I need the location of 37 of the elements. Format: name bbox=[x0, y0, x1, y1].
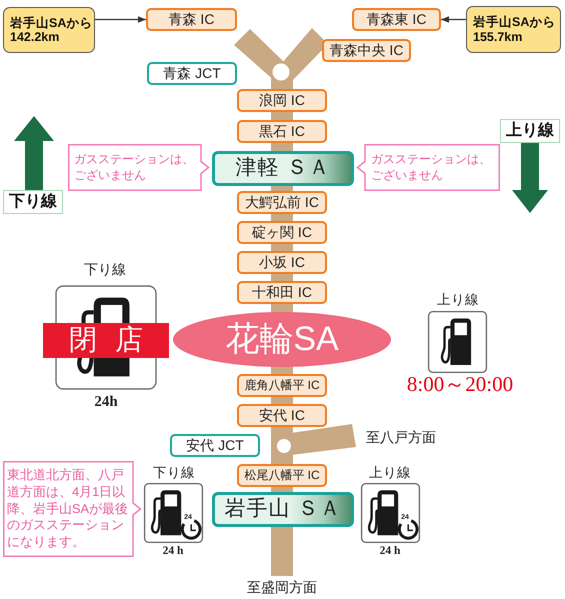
hours-text: 24 h bbox=[162, 545, 184, 558]
interchange-box: 浪岡 IC bbox=[237, 89, 327, 112]
interchange-box: 小坂 IC bbox=[237, 251, 327, 274]
opening-hours: 8:00～20:00 bbox=[406, 372, 514, 396]
interchange-box: 青森 IC bbox=[146, 8, 237, 31]
interchange-box: 青森中央 IC bbox=[322, 39, 411, 62]
destination-label: 至盛岡方面 bbox=[247, 579, 317, 596]
interchange-box: 青森東 IC bbox=[352, 8, 441, 31]
closed-banner: 閉店 bbox=[43, 323, 169, 358]
interchange-box: 十和田 IC bbox=[237, 281, 327, 304]
distance-box: 岩手山SAから 155.7km bbox=[466, 6, 561, 53]
direction-text: 下り線 bbox=[84, 261, 126, 278]
interchange-box: 大鰐弘前 IC bbox=[237, 191, 327, 214]
junction-box: 青森 JCT bbox=[147, 62, 237, 85]
arrow bbox=[95, 16, 146, 23]
service-area-ellipse: 花輪SA bbox=[173, 312, 391, 367]
interchange-box: 鹿角八幡平 IC bbox=[237, 374, 327, 397]
distance-box: 岩手山SAから 142.2km bbox=[3, 7, 95, 53]
interchange-box: 安代 IC bbox=[237, 404, 327, 427]
arrow bbox=[441, 16, 466, 23]
hours-text: 24 h bbox=[380, 545, 400, 558]
service-area-box: 津軽 ＳＡ bbox=[212, 151, 354, 186]
hours-text: 24h bbox=[94, 394, 118, 412]
destination-label: 至八戸方面 bbox=[366, 429, 436, 446]
junction-box: 安代 JCT bbox=[170, 434, 260, 457]
interchange-box: 松尾八幡平 IC bbox=[237, 464, 327, 487]
callout-box: ガスステーションは、ございません bbox=[68, 144, 209, 191]
direction-text: 上り線 bbox=[369, 465, 411, 481]
callout-box: ガスステーションは、ございません bbox=[357, 144, 500, 191]
interchange-box: 黒石 IC bbox=[237, 120, 327, 143]
interchange-box: 碇ヶ関 IC bbox=[237, 221, 327, 244]
direction-label: 上り線 bbox=[500, 119, 560, 143]
callout-box: 東北道北方面、八戸道方面は、4月1日以降、岩手山SAが最後のガスステーションになります。 bbox=[3, 461, 141, 557]
direction-text: 上り線 bbox=[437, 292, 479, 308]
direction-text: 下り線 bbox=[153, 465, 195, 481]
service-area-box: 岩手山 ＳＡ bbox=[212, 492, 354, 527]
direction-label: 下り線 bbox=[3, 190, 63, 214]
